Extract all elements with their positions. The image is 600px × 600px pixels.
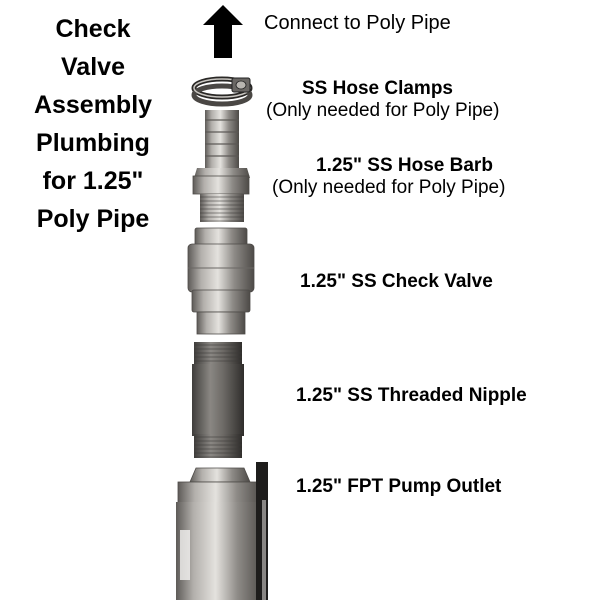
title-line: Check [55, 15, 131, 43]
hose-barb-note: (Only needed for Poly Pipe) [272, 177, 506, 198]
check-valve-label: 1.25" SS Check Valve [300, 271, 493, 292]
title-line: Plumbing [36, 129, 150, 157]
hose-barb-image [192, 110, 250, 222]
up-arrow-icon [203, 5, 243, 58]
threaded-nipple-label: 1.25" SS Threaded Nipple [296, 385, 527, 406]
diagram-title: Check Valve Assembly Plumbing for 1.25" … [18, 10, 168, 238]
hose-clamps-name: SS Hose Clamps [302, 78, 453, 99]
check-valve-image [187, 227, 255, 335]
hose-barb-name: 1.25" SS Hose Barb [316, 155, 493, 176]
hose-clamps-label: SS Hose Clamps (Only needed for Poly Pip… [266, 78, 499, 122]
pump-outlet-image [176, 462, 268, 600]
hose-barb-label: 1.25" SS Hose Barb (Only needed for Poly… [272, 155, 505, 199]
hose-clamps-image [191, 76, 253, 107]
title-line: Assembly [33, 91, 153, 119]
title-line: Valve [61, 53, 125, 81]
title-line: Poly Pipe [36, 205, 150, 233]
connect-label: Connect to Poly Pipe [264, 12, 451, 34]
hose-clamps-note: (Only needed for Poly Pipe) [266, 100, 500, 121]
title-line: for 1.25" [42, 167, 144, 195]
pump-outlet-label: 1.25" FPT Pump Outlet [296, 476, 502, 497]
threaded-nipple-image [192, 342, 244, 458]
